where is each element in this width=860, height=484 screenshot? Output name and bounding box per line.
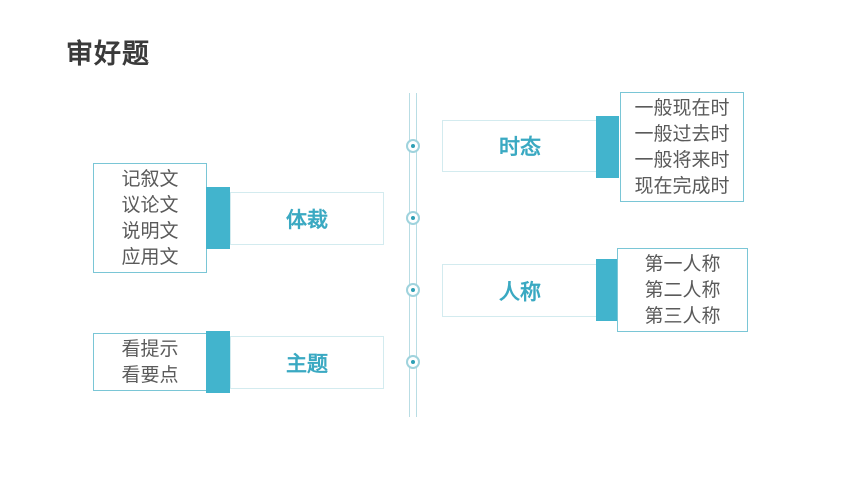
timeline-line-right [416, 93, 417, 417]
category-label-theme: 主题 [286, 351, 328, 376]
timeline-node-theme [406, 355, 420, 369]
timeline-line-left [409, 93, 410, 417]
detail-item: 一般过去时 [634, 123, 730, 145]
detail-box-person: 第一人称 第二人称 第三人称 [617, 248, 748, 332]
detail-item: 记叙文 [121, 168, 179, 190]
accent-bar-theme [206, 331, 230, 393]
detail-item: 看要点 [121, 364, 179, 386]
detail-item: 现在完成时 [634, 175, 730, 197]
detail-item: 第二人称 [644, 279, 721, 301]
detail-item: 第一人称 [644, 253, 721, 275]
accent-bar-tense [596, 116, 619, 178]
detail-item: 看提示 [121, 338, 179, 360]
category-label-genre: 体裁 [286, 207, 328, 232]
category-box-genre: 体裁 [230, 192, 384, 245]
category-box-person: 人称 [442, 264, 598, 317]
detail-item: 第三人称 [644, 305, 721, 327]
timeline-node-genre [406, 211, 420, 225]
detail-box-genre: 记叙文 议论文 说明文 应用文 [93, 163, 207, 273]
detail-box-tense: 一般现在时 一般过去时 一般将来时 现在完成时 [620, 92, 744, 202]
accent-bar-person [596, 259, 618, 321]
category-label-tense: 时态 [499, 135, 541, 159]
detail-item: 说明文 [121, 220, 179, 242]
category-box-tense: 时态 [442, 120, 598, 172]
timeline-node-tense [406, 139, 420, 153]
category-box-theme: 主题 [230, 336, 384, 389]
accent-bar-genre [206, 187, 230, 249]
category-label-person: 人称 [499, 279, 541, 304]
detail-item: 议论文 [121, 194, 179, 216]
timeline-node-person [406, 283, 420, 297]
detail-item: 一般现在时 [634, 97, 730, 119]
page-title: 审好题 [66, 39, 150, 70]
detail-item: 应用文 [121, 246, 179, 268]
detail-item: 一般将来时 [634, 149, 730, 171]
detail-box-theme: 看提示 看要点 [93, 333, 207, 391]
